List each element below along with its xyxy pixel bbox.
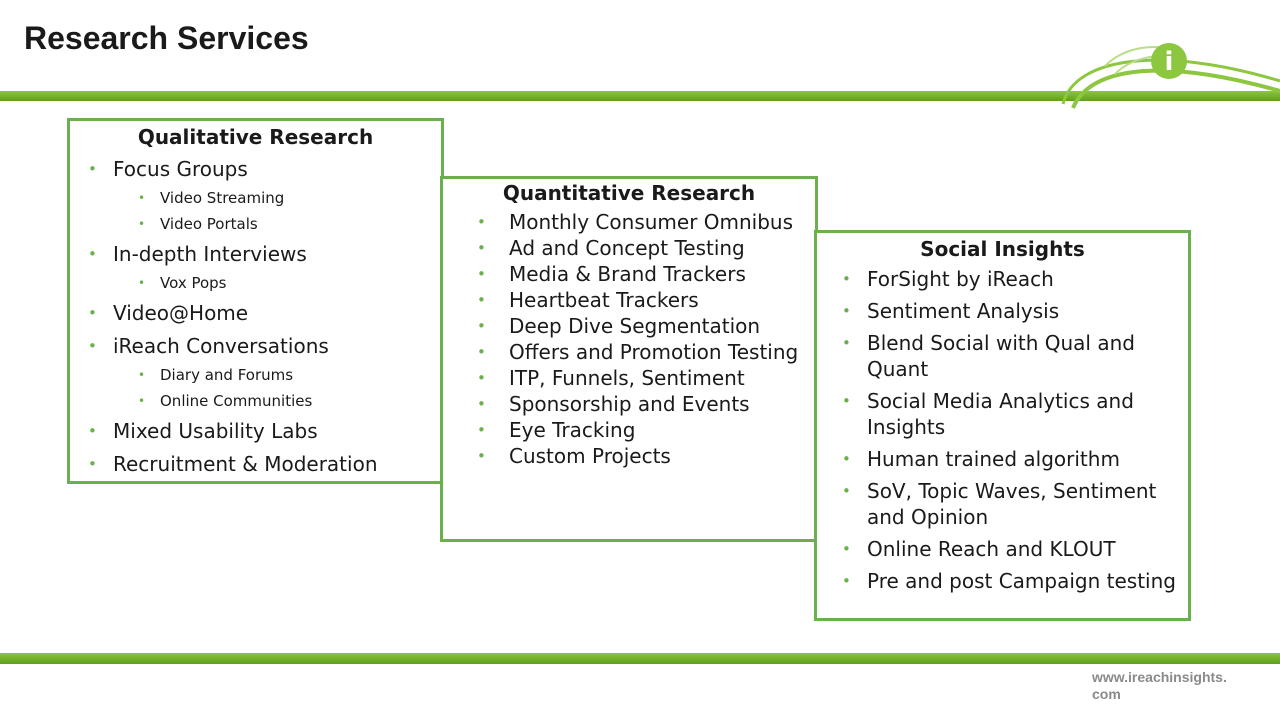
list-item: Human trained algorithm [817,446,1188,472]
info-icon [1151,43,1187,79]
footer-website-url: www.ireachinsights. com [1092,669,1227,702]
list-subitem: Video Streaming [70,189,441,207]
list-item: SoV, Topic Waves, Sentiment and Opinion [817,478,1188,530]
bottom-accent-bar [0,653,1280,664]
list-item: Media & Brand Trackers [443,261,815,287]
list-item: Ad and Concept Testing [443,235,815,261]
qualitative-title: Qualitative Research [137,125,374,149]
list-item: ForSight by iReach [817,266,1188,292]
list-item: Pre and post Campaign testing [817,568,1188,594]
ireach-logo: i [1061,43,1280,109]
top-accent-bar [0,91,1280,101]
list-item: Social Media Analytics and Insights [817,388,1188,440]
list-item: Custom Projects [443,443,815,469]
list-item: Sponsorship and Events [443,391,815,417]
list-item: In-depth Interviews [70,242,441,266]
list-item: ITP, Funnels, Sentiment [443,365,815,391]
quantitative-title: Quantitative Research [502,181,756,205]
logo-letter: i [1165,47,1174,77]
list-item: Eye Tracking [443,417,815,443]
quantitative-list: Monthly Consumer Omnibus Ad and Concept … [443,209,815,469]
list-item: Heartbeat Trackers [443,287,815,313]
qualitative-research-box: Qualitative Research Focus Groups Video … [67,118,444,484]
list-item: Blend Social with Qual and Quant [817,330,1188,382]
list-item: iReach Conversations [70,334,441,358]
list-item: Mixed Usability Labs [70,419,441,443]
list-subitem: Vox Pops [70,274,441,292]
list-item: Sentiment Analysis [817,298,1188,324]
list-subitem: Online Communities [70,392,441,410]
list-item: Online Reach and KLOUT [817,536,1188,562]
list-item: Deep Dive Segmentation [443,313,815,339]
list-item: Monthly Consumer Omnibus [443,209,815,235]
list-item: Recruitment & Moderation [70,452,441,476]
social-title: Social Insights [920,237,1085,261]
list-item: Focus Groups [70,157,441,181]
qualitative-list: Focus Groups Video Streaming Video Porta… [70,157,441,476]
list-subitem: Video Portals [70,215,441,233]
list-subitem: Diary and Forums [70,366,441,384]
list-item: Video@Home [70,301,441,325]
quantitative-research-box: Quantitative Research Monthly Consumer O… [440,176,818,542]
list-item: Offers and Promotion Testing [443,339,815,365]
page-title: Research Services [24,20,309,56]
social-list: ForSight by iReach Sentiment Analysis Bl… [817,266,1188,594]
social-insights-box: Social Insights ForSight by iReach Senti… [814,230,1191,621]
